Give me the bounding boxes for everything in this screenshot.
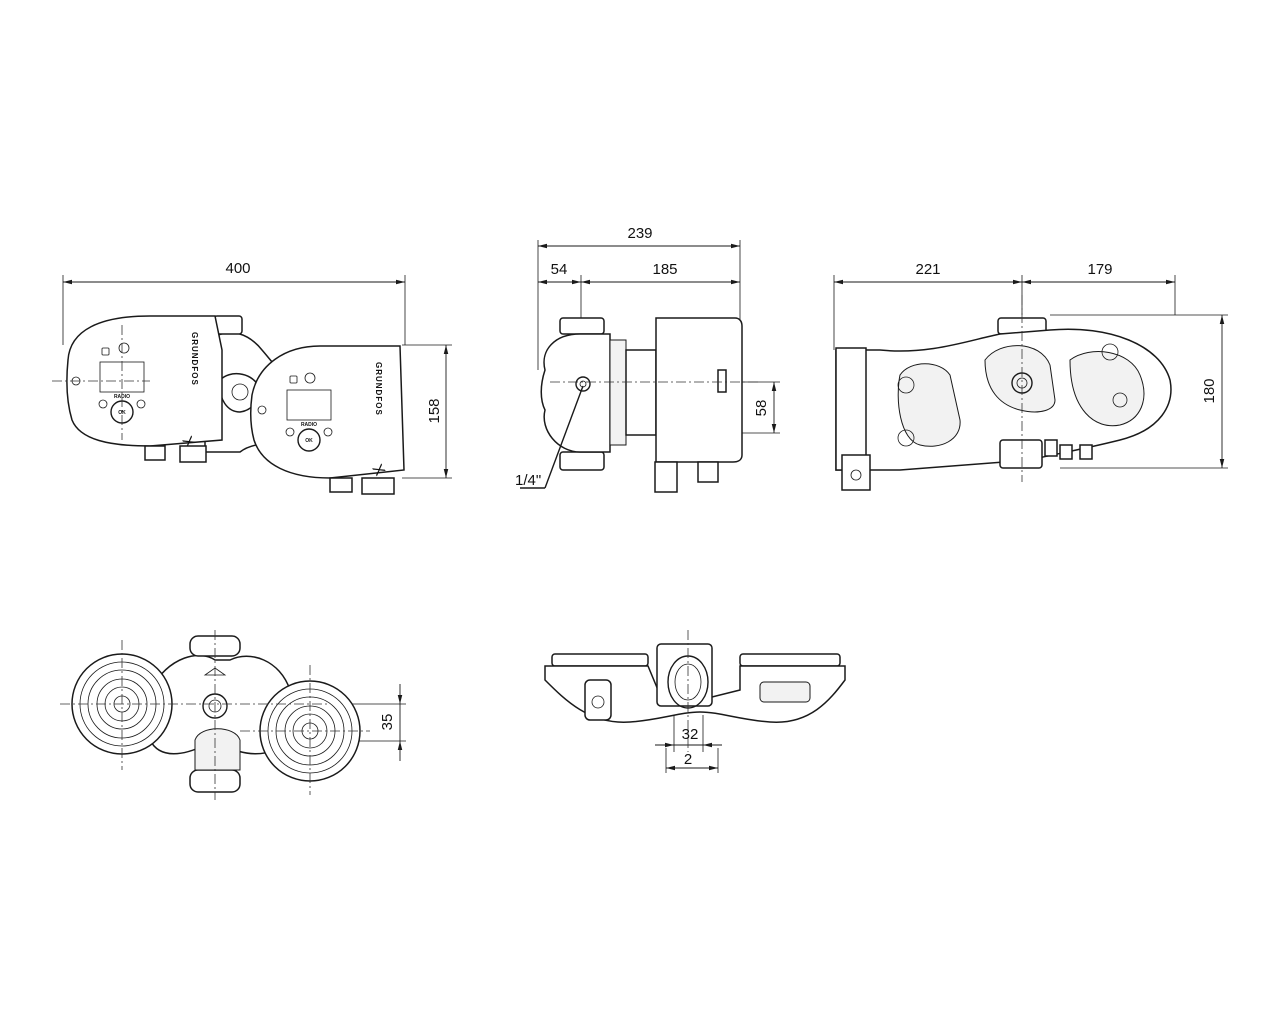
dim-bottom-port: 32	[682, 726, 699, 743]
dim-front-width: 400	[225, 260, 250, 277]
dim-side-inlet: 54	[551, 261, 568, 278]
side-view: 239 54 185 58 1/4"	[515, 225, 780, 493]
thread-label: 1/4"	[515, 472, 541, 489]
dim-side-offset: 58	[753, 400, 770, 417]
front-view: 400 158 OK RADIO GRUNDFOS X OK	[52, 260, 452, 495]
dim-side-total: 239	[627, 225, 652, 242]
brand-right: GRUNDFOS	[374, 362, 383, 416]
dim-side-motor: 185	[652, 261, 677, 278]
radio-label-right: RADIO	[301, 422, 317, 428]
bottom-view: 32 2	[544, 630, 846, 773]
top-view: 35	[60, 630, 406, 800]
rear-view: 221 179 180	[833, 261, 1228, 491]
dim-rear-right: 179	[1087, 261, 1112, 278]
dim-front-height: 158	[426, 398, 443, 423]
ok-button-left: OK	[118, 410, 126, 416]
dim-rear-left: 221	[915, 261, 940, 278]
dim-top-offset: 35	[379, 714, 396, 731]
brand-left: GRUNDFOS	[190, 332, 199, 386]
dim-bottom-offset: 2	[684, 751, 692, 768]
ok-button-right: OK	[305, 438, 313, 444]
dim-rear-height: 180	[1201, 378, 1218, 403]
